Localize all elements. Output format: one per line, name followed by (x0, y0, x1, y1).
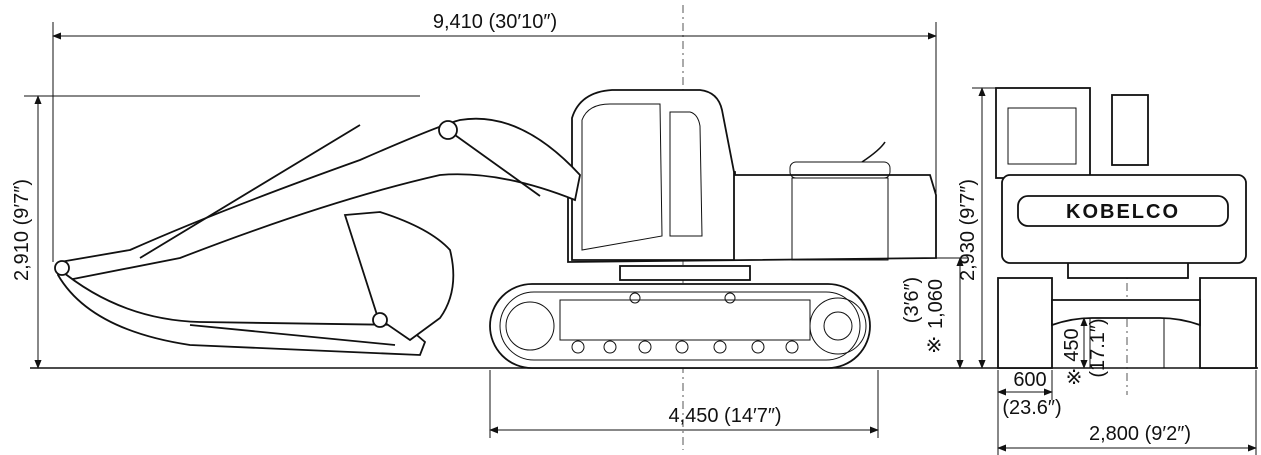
rear-swing-ring (1067, 261, 1189, 279)
sprocket-wheel (809, 297, 867, 355)
arm-cylinder (447, 129, 541, 197)
ground-clearance-imperial-label: (17.1″) (1087, 318, 1109, 377)
boom (58, 117, 581, 282)
arm (57, 266, 427, 356)
sprocket-hub (823, 311, 853, 341)
shoe-width-label: 600 (1013, 369, 1046, 391)
bucket-pin (372, 312, 388, 328)
track-rollers (571, 292, 799, 354)
bucket-cylinder (189, 324, 396, 346)
shoe-width-imperial-label: (23.6″) (1002, 397, 1061, 419)
side-view (54, 89, 937, 369)
cab-side-window (669, 111, 703, 237)
bucket (343, 211, 455, 342)
brand-plate (1017, 195, 1229, 227)
engine-panel (791, 177, 889, 261)
ground-clearance-note-mark: ※ (1066, 367, 1083, 389)
crawler-track (489, 283, 871, 369)
rear-boom-top (1111, 94, 1149, 166)
brand-label: KOBELCO (1066, 201, 1180, 223)
crawler-length-label: 4,450 (14′7″) (668, 405, 781, 427)
idler-wheel (505, 301, 555, 351)
arm-tip-pin (54, 260, 70, 276)
overall-height-left-label: 2,910 (9′7″) (11, 179, 33, 281)
operator-cab (571, 89, 735, 261)
ground-clearance-label: 450 (1061, 328, 1083, 361)
swing-bearing (619, 265, 751, 281)
crawler-track-inner (499, 291, 861, 361)
track-frame (559, 299, 811, 341)
boom-cylinder (139, 124, 361, 259)
overall-length-label: 9,410 (30′10″) (433, 11, 557, 33)
rear-cab-window (1007, 107, 1077, 165)
rear-center-frame (1089, 317, 1165, 369)
rear-view: KOBELCO (995, 87, 1257, 369)
cab-door (581, 103, 663, 251)
rear-track-right (1199, 277, 1257, 369)
boom-pin (438, 120, 458, 140)
rear-undercarriage (1051, 299, 1201, 327)
exhaust-pipe (861, 141, 886, 163)
counterweight-clearance-label: 1,060 (925, 279, 947, 329)
counterweight-note-mark: ※ (926, 335, 943, 357)
overall-width-label: 2,800 (9′2″) (1089, 423, 1191, 445)
rear-track-left (997, 277, 1053, 369)
overall-height-right-label: 2,930 (9′7″) (957, 179, 979, 281)
counterweight-clearance-imperial-label: (3′6″) (901, 277, 923, 323)
